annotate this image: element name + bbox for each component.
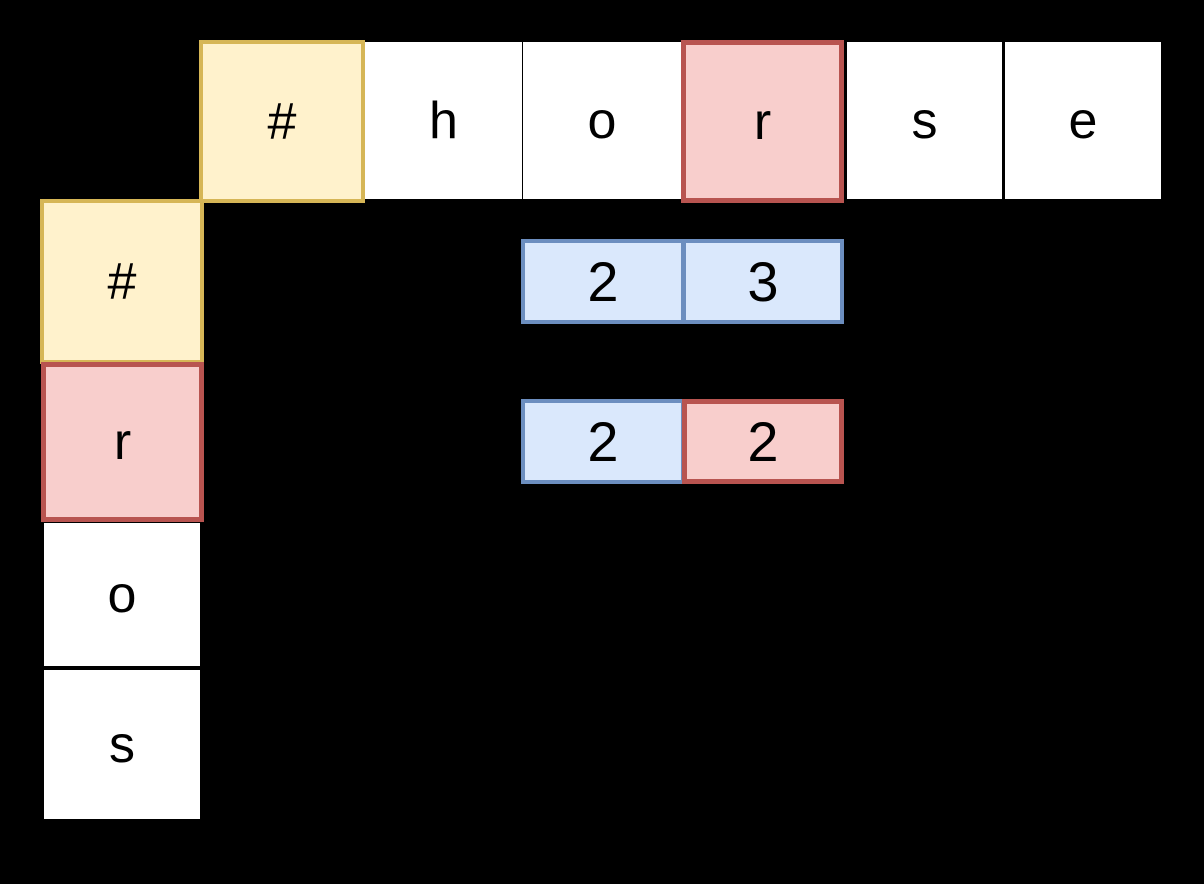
header-cell-e: e bbox=[1005, 42, 1161, 199]
header-cell-r: r bbox=[681, 40, 844, 203]
header-cell-o: o bbox=[523, 42, 681, 199]
header-cell-h: h bbox=[365, 42, 522, 199]
dp-value-cell-row2-col1: 2 bbox=[521, 399, 685, 484]
header-cell-s: s bbox=[847, 42, 1002, 199]
dp-value-cell-row2-col2: 2 bbox=[682, 399, 844, 484]
row-cell-hash: # bbox=[40, 199, 204, 364]
row-cell-r: r bbox=[41, 362, 204, 522]
dp-value-cell-row1-col2: 3 bbox=[682, 239, 844, 324]
row-cell-o: o bbox=[44, 523, 200, 666]
row-cell-s: s bbox=[44, 670, 200, 819]
dp-value-cell-row1-col1: 2 bbox=[521, 239, 685, 324]
header-cell-hash: # bbox=[199, 40, 365, 203]
